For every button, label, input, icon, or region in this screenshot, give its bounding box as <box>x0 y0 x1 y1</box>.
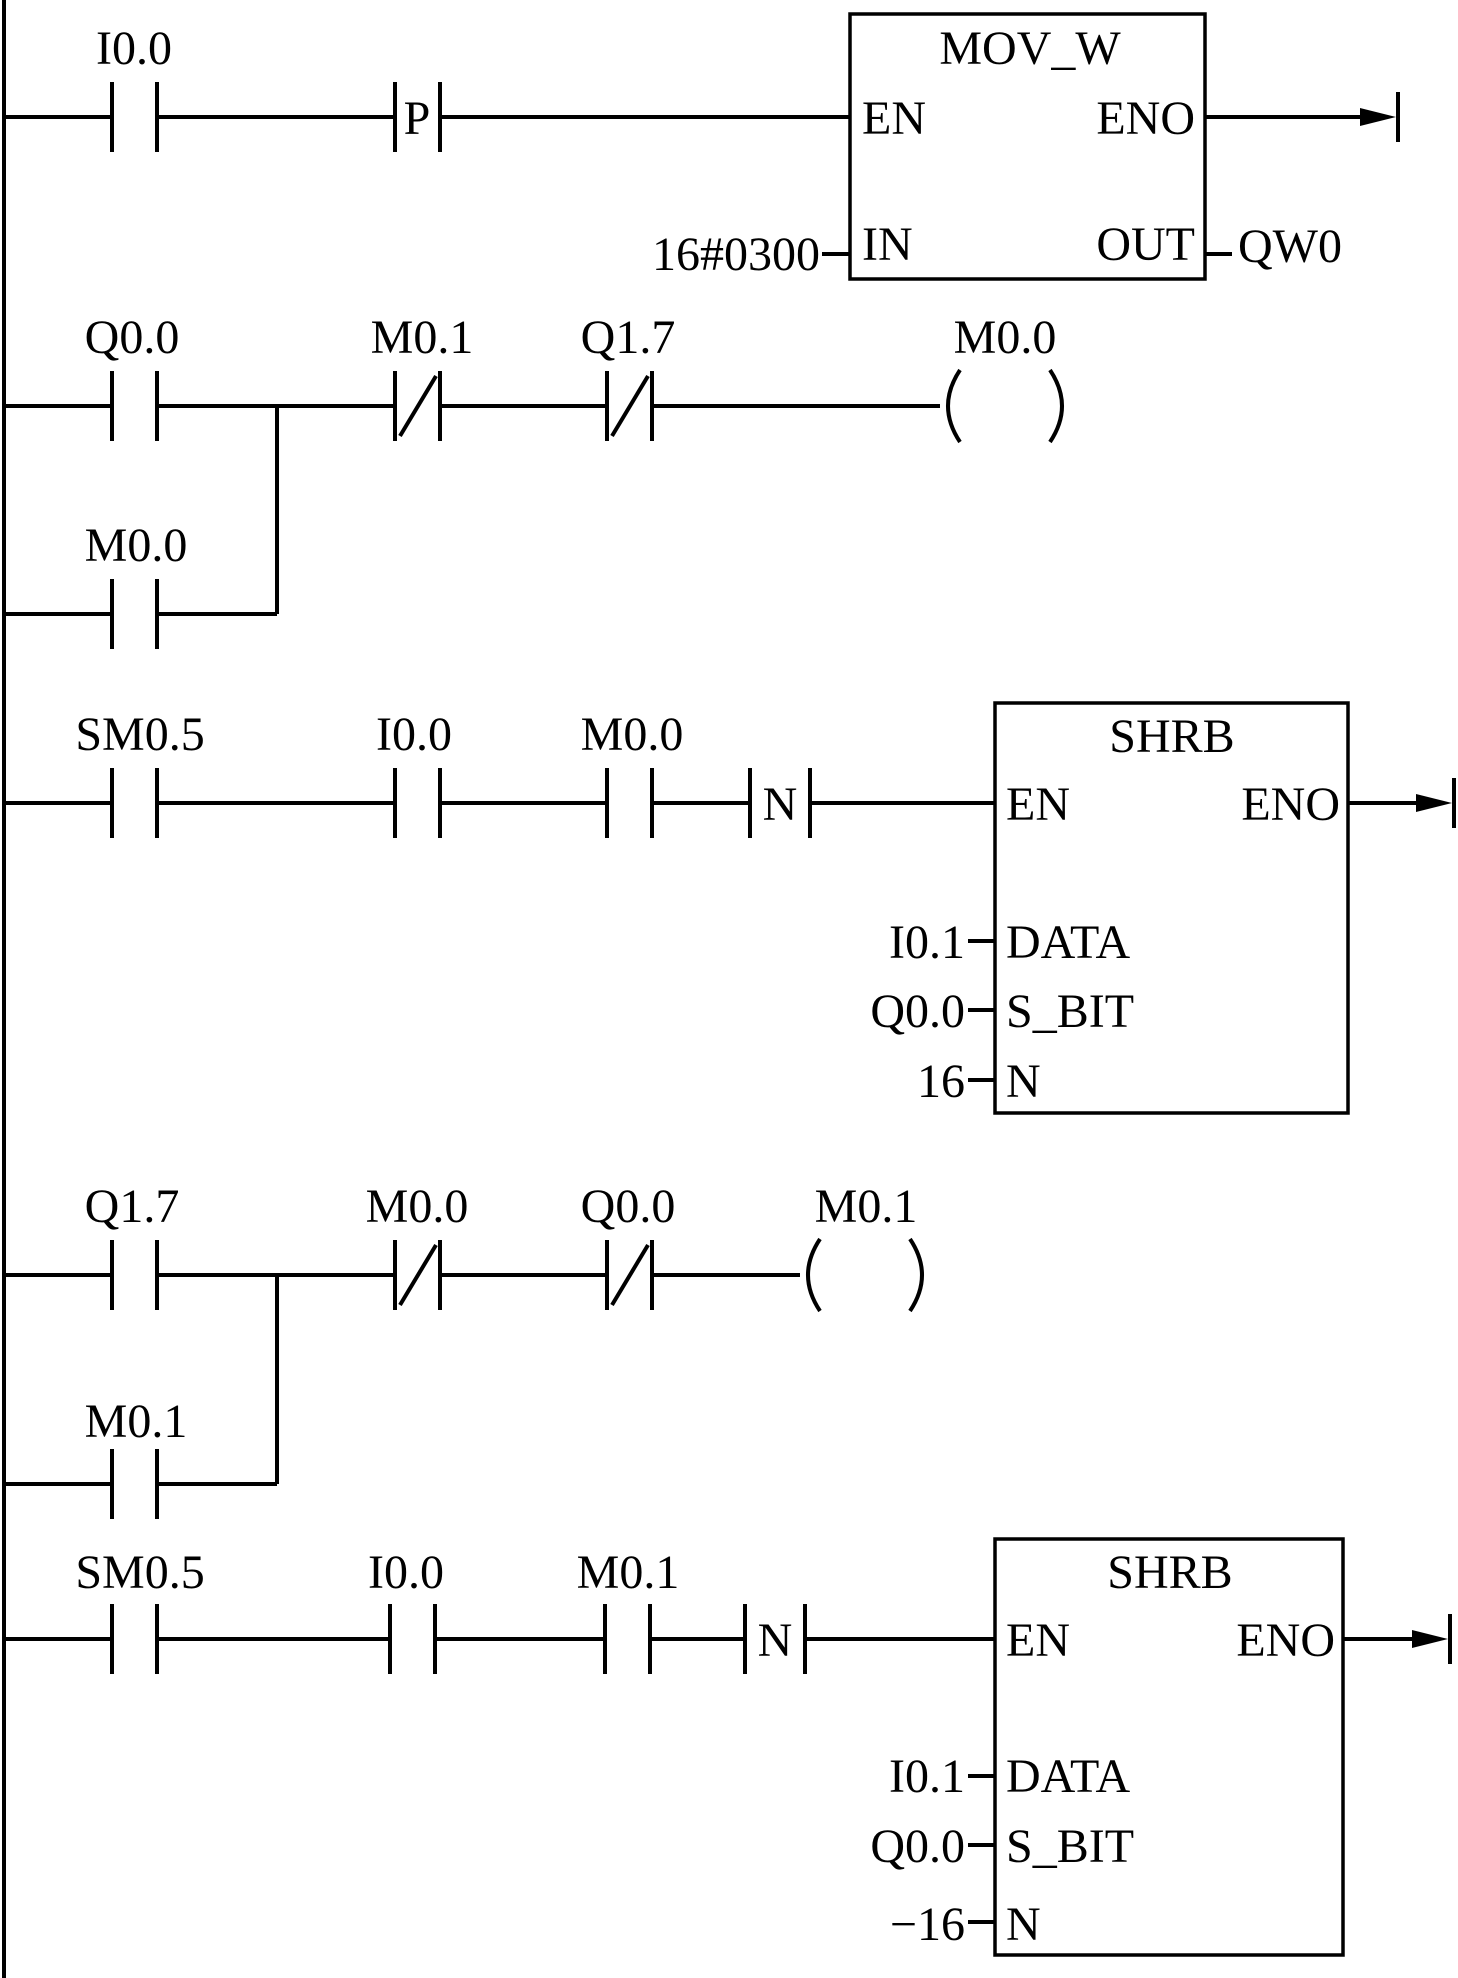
contact-label: M0.1 <box>85 1395 188 1448</box>
coil-m0-1: M0.1 <box>806 1180 924 1313</box>
rung-1: I0.0 P MOV_W EN ENO IN OUT 16#0300 QW0 <box>4 12 1400 281</box>
box-sbit-pin: S_BIT <box>1006 985 1134 1038</box>
box-title: SHRB <box>1107 1546 1232 1599</box>
contact-label: I0.0 <box>376 708 452 761</box>
contact-label: M0.1 <box>371 311 474 364</box>
edge-label: N <box>763 778 798 831</box>
edge-label: P <box>404 92 431 145</box>
contact-label: M0.0 <box>85 519 188 572</box>
no-contact-i0-0: I0.0 <box>96 22 172 152</box>
box-en-pin: EN <box>1006 1614 1070 1667</box>
arrow-icon <box>1412 1630 1448 1648</box>
positive-edge-contact: P <box>393 82 442 152</box>
nc-contact-m0-0: M0.0 <box>366 1180 469 1310</box>
n-operand: −16 <box>890 1898 965 1951</box>
contact-label: Q1.7 <box>85 1180 180 1233</box>
contact-label: Q1.7 <box>581 311 676 364</box>
box-eno-pin: ENO <box>1236 1614 1335 1667</box>
out-operand: QW0 <box>1238 220 1342 273</box>
box-data-pin: DATA <box>1006 916 1130 969</box>
box-n-pin: N <box>1006 1898 1041 1951</box>
contact-label: I0.0 <box>96 22 172 75</box>
box-eno-pin: ENO <box>1096 92 1195 145</box>
no-contact-m0-1-parallel: M0.1 <box>85 1395 188 1519</box>
rung-2: Q0.0 M0.1 Q1.7 M0.0 M0.0 <box>4 311 1064 649</box>
box-sbit-pin: S_BIT <box>1006 1820 1134 1873</box>
coil-m0-0: M0.0 <box>946 311 1064 444</box>
data-operand: I0.1 <box>889 1750 965 1803</box>
contact-label: SM0.5 <box>75 708 204 761</box>
edge-label: N <box>758 1614 793 1667</box>
coil-label: M0.1 <box>815 1180 918 1233</box>
contact-label: M0.1 <box>577 1546 680 1599</box>
contact-label: SM0.5 <box>75 1546 204 1599</box>
shrb-box: SHRB EN ENO DATA S_BIT N <box>993 1537 1345 1957</box>
box-n-pin: N <box>1006 1055 1041 1108</box>
mov-w-box: MOV_W EN ENO IN OUT <box>848 12 1207 281</box>
rung-3: SM0.5 I0.0 M0.0 N SHRB EN ENO DATA S_BIT <box>4 701 1456 1115</box>
coil-label: M0.0 <box>954 311 1057 364</box>
no-contact-m0-1: M0.1 <box>577 1546 680 1674</box>
box-title: MOV_W <box>939 22 1121 75</box>
rung-5: SM0.5 I0.0 M0.1 N SHRB EN ENO DATA S_BIT <box>4 1537 1452 1957</box>
box-title: SHRB <box>1109 710 1234 763</box>
contact-label: M0.0 <box>581 708 684 761</box>
no-contact-i0-0: I0.0 <box>368 1546 444 1674</box>
no-contact-q1-7: Q1.7 <box>85 1180 180 1310</box>
box-in-pin: IN <box>862 218 913 271</box>
box-data-pin: DATA <box>1006 1750 1130 1803</box>
arrow-icon <box>1360 108 1396 126</box>
no-contact-i0-0: I0.0 <box>376 708 452 838</box>
contact-label: Q0.0 <box>581 1180 676 1233</box>
box-eno-pin: ENO <box>1241 778 1340 831</box>
rung-4: Q1.7 M0.0 Q0.0 M0.1 M0.1 <box>4 1180 924 1519</box>
data-operand: I0.1 <box>889 916 965 969</box>
no-contact-sm0-5: SM0.5 <box>75 708 205 838</box>
nc-contact-m0-1: M0.1 <box>371 311 474 441</box>
box-en-pin: EN <box>862 92 926 145</box>
box-out-pin: OUT <box>1096 218 1195 271</box>
no-contact-m0-0-parallel: M0.0 <box>85 519 188 649</box>
no-contact-sm0-5: SM0.5 <box>75 1546 205 1674</box>
no-contact-m0-0: M0.0 <box>581 708 684 838</box>
sbit-operand: Q0.0 <box>870 1820 965 1873</box>
n-operand: 16 <box>917 1055 965 1108</box>
negative-edge-contact: N <box>743 1604 807 1674</box>
sbit-operand: Q0.0 <box>870 985 965 1038</box>
contact-label: I0.0 <box>368 1546 444 1599</box>
nc-contact-q0-0: Q0.0 <box>581 1180 676 1310</box>
in-operand: 16#0300 <box>652 228 820 281</box>
negative-edge-contact: N <box>748 768 812 838</box>
nc-contact-q1-7: Q1.7 <box>581 311 676 441</box>
arrow-icon <box>1416 794 1452 812</box>
contact-label: M0.0 <box>366 1180 469 1233</box>
box-en-pin: EN <box>1006 778 1070 831</box>
shrb-box: SHRB EN ENO DATA S_BIT N <box>993 701 1350 1115</box>
no-contact-q0-0: Q0.0 <box>85 311 180 441</box>
contact-label: Q0.0 <box>85 311 180 364</box>
